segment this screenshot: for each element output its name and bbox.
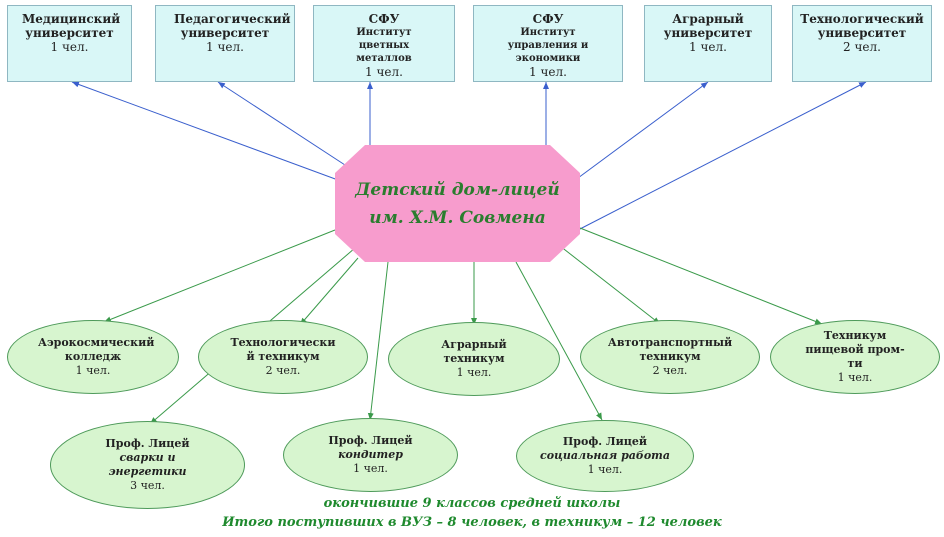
lyceum-name: Проф. Лицей xyxy=(328,434,413,447)
technicum-technological: Технологически й техникум 2 чел. xyxy=(198,320,368,394)
university-count: 1 чел. xyxy=(50,40,89,54)
lyceum-name: Проф. Лицей xyxy=(105,437,190,450)
university-count: 1 чел. xyxy=(689,40,727,54)
technicum-aerospace-college: Аэрокосмический колледж 1 чел. xyxy=(7,320,179,394)
university-count: 2 чел. xyxy=(843,40,881,54)
lyceum-name: Проф. Лицей xyxy=(562,435,648,448)
university-pedagogical: Педагогический университет 1 чел. xyxy=(155,5,295,82)
arrow-to-technological-university xyxy=(577,81,867,231)
arrow-to-lyceum-welding xyxy=(299,257,359,326)
arrow-to-pedagogical-university xyxy=(217,81,346,166)
center-title-line2: им. Х.М. Совмена xyxy=(369,207,546,228)
technicum-agrarian: Аграрный техникум 1 чел. xyxy=(388,322,560,396)
university-institute: Институт цветных металлов xyxy=(356,27,412,64)
university-name: Технологический университет xyxy=(800,12,924,40)
lyceum-count: 3 чел. xyxy=(130,479,165,492)
university-name: Медицинский университет xyxy=(22,12,121,40)
footer-caption-line1: окончившие 9 классов средней школы xyxy=(323,496,621,511)
technicum-count: 1 чел. xyxy=(75,364,111,377)
technicum-count: 2 чел. xyxy=(652,364,688,377)
university-name: СФУ xyxy=(368,12,400,26)
center-lyceum-node: Детский дом-лицей им. Х.М. Совмена xyxy=(335,145,580,262)
arrow-to-agrarian-university xyxy=(577,81,709,179)
arrow-to-lyceum-confectioner xyxy=(367,261,389,421)
university-technological: Технологический университет 2 чел. xyxy=(792,5,932,82)
lyceum-social-work: Проф. Лицей социальная работа 1 чел. xyxy=(516,420,694,492)
university-medical: Медицинский университет 1 чел. xyxy=(7,5,132,82)
university-sfu-metals: СФУ Институт цветных металлов 1 чел. xyxy=(313,5,455,82)
lyceum-specialty: кондитер xyxy=(338,448,403,461)
lyceum-count: 1 чел. xyxy=(587,463,623,476)
university-sfu-management: СФУ Институт управления и экономики 1 че… xyxy=(473,5,623,82)
arrow-to-lyceum-social xyxy=(515,261,603,421)
technicum-motor-transport: Автотранспортный техникум 2 чел. xyxy=(580,320,760,394)
university-name: Педагогический университет xyxy=(174,12,291,40)
arrow-to-motor-transport-technicum xyxy=(559,245,661,325)
technicum-count: 1 чел. xyxy=(837,371,873,384)
university-count: 1 чел. xyxy=(206,40,244,54)
arrow-to-aerospace-college xyxy=(103,229,336,323)
university-institute: Институт управления и экономики xyxy=(507,27,589,64)
technicum-count: 2 чел. xyxy=(265,364,301,377)
lyceum-specialty: социальная работа xyxy=(540,449,670,462)
university-count: 1 чел. xyxy=(529,65,567,79)
technicum-name: Техникум пищевой пром-ти xyxy=(805,329,905,370)
arrow-to-medical-university xyxy=(71,81,339,181)
technicum-name: Автотранспортный техникум xyxy=(607,336,733,363)
center-title-line1: Детский дом-лицей xyxy=(355,179,560,200)
lyceum-welding-energy: Проф. Лицей сварки и энергетики 3 чел. xyxy=(50,421,245,509)
footer-caption-line2: Итого поступивших в ВУЗ – 8 человек, в т… xyxy=(222,515,722,530)
lyceum-specialty: сварки и энергетики xyxy=(108,451,187,478)
technicum-name: Технологически й техникум xyxy=(230,336,336,363)
lyceum-confectioner: Проф. Лицей кондитер 1 чел. xyxy=(283,418,458,492)
technicum-name: Аграрный техникум xyxy=(441,338,507,365)
university-agrarian: Аграрный университет 1 чел. xyxy=(644,5,772,82)
university-count: 1 чел. xyxy=(365,65,403,79)
technicum-count: 1 чел. xyxy=(456,366,492,379)
university-name: Аграрный университет xyxy=(663,12,753,40)
technicum-food-industry: Техникум пищевой пром-ти 1 чел. xyxy=(770,320,940,394)
arrow-to-food-technicum xyxy=(579,227,823,325)
lyceum-count: 1 чел. xyxy=(353,462,388,475)
technicum-name: Аэрокосмический колледж xyxy=(38,336,155,363)
university-name: СФУ xyxy=(532,12,564,26)
